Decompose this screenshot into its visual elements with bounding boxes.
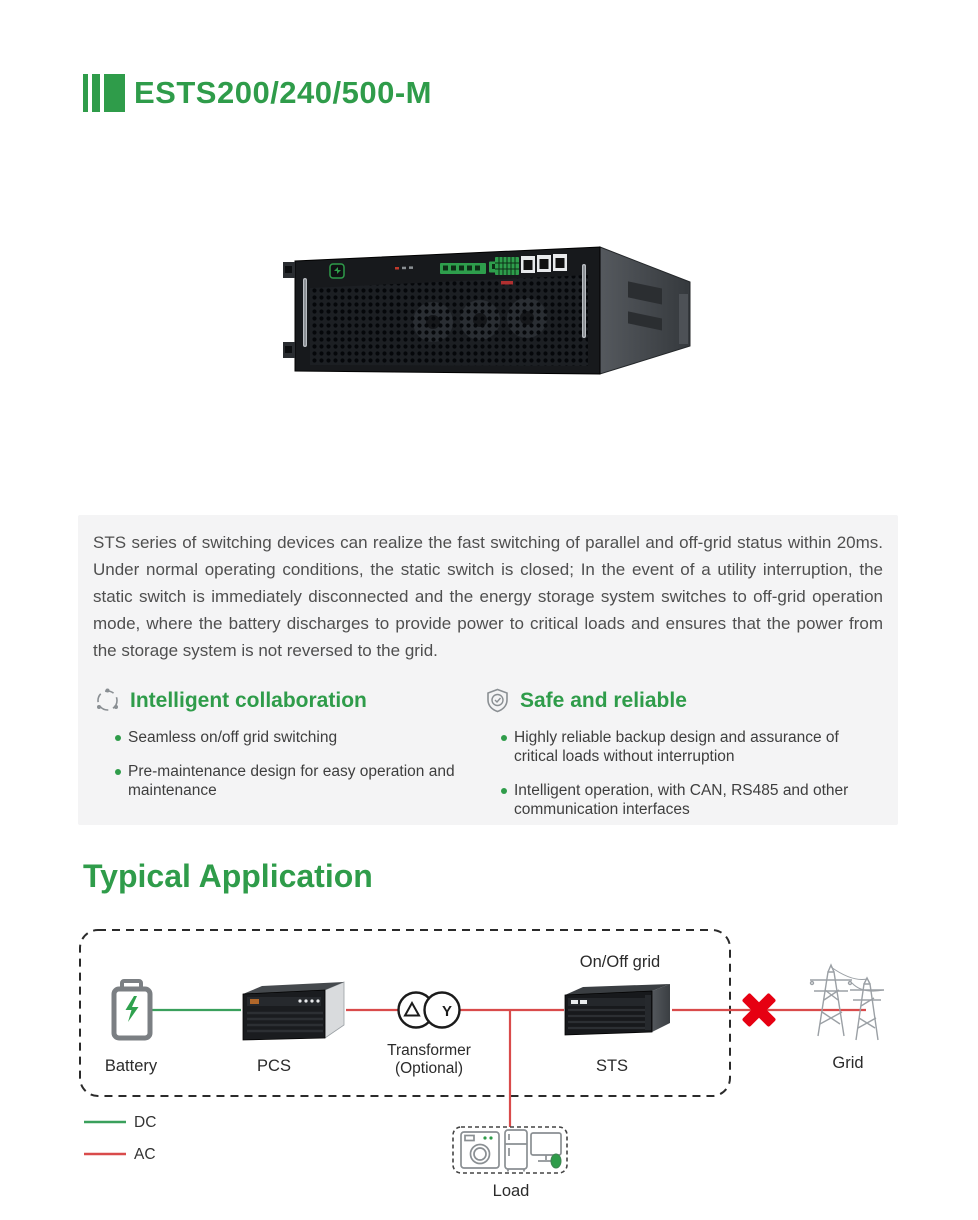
computer-icon xyxy=(530,1132,562,1169)
mouse-icon xyxy=(550,1153,562,1169)
feature-bullet: Intelligent operation, with CAN, RS485 a… xyxy=(501,781,884,819)
warning-label xyxy=(501,281,513,285)
product-description: STS series of switching devices can real… xyxy=(93,533,883,660)
label-on-off-grid: On/Off grid xyxy=(579,953,661,971)
grid-towers-icon xyxy=(809,963,885,1041)
indicator-leds xyxy=(395,266,413,270)
feature-title: Safe and reliable xyxy=(520,688,687,712)
application-diagram-graphic: Y xyxy=(79,929,885,1174)
battery-icon xyxy=(111,979,153,1041)
chassis-side-panel xyxy=(599,246,691,375)
feature-bullet: Highly reliable backup design and assura… xyxy=(501,728,884,766)
feature-safe-and-reliable: Safe and reliable Highly reliable backup… xyxy=(484,687,884,834)
collaboration-icon xyxy=(94,687,121,714)
legend-ac-label: AC xyxy=(134,1146,156,1163)
label-sts: STS xyxy=(595,1057,629,1075)
refrigerator-icon xyxy=(504,1129,528,1172)
chassis-front-panel xyxy=(294,246,601,375)
feature-bullet: Seamless on/off grid switching xyxy=(115,728,469,747)
sts-device-illustration xyxy=(283,246,691,375)
shield-check-icon xyxy=(484,687,511,714)
pcs-device-icon xyxy=(242,981,345,1041)
page-title: ESTS200/240/500-M xyxy=(134,75,433,110)
legend-dc-label: DC xyxy=(134,1114,157,1131)
grid-disconnect-x-icon xyxy=(742,993,776,1027)
product-image-sts-device xyxy=(283,224,693,384)
load-box xyxy=(452,1126,568,1174)
system-boundary-dashed-box xyxy=(79,929,731,1097)
left-rack-handle xyxy=(283,262,307,358)
typical-application-diagram: Y xyxy=(0,920,978,1220)
rj45-ethernet-ports xyxy=(521,254,567,273)
label-load: Load xyxy=(492,1182,530,1200)
label-transformer-line1: Transformer xyxy=(387,1042,471,1059)
feature-intelligent-collaboration: Intelligent collaboration Seamless on/of… xyxy=(94,687,469,815)
label-pcs: PCS xyxy=(257,1057,291,1075)
intro-panel: STS series of switching devices can real… xyxy=(78,515,898,825)
io-terminal-grid xyxy=(495,257,519,275)
label-battery: Battery xyxy=(104,1057,158,1075)
transformer-icon: Y xyxy=(397,991,461,1029)
page-title-block: ESTS200/240/500-M xyxy=(83,74,432,112)
label-transformer: Transformer (Optional) xyxy=(369,1042,489,1078)
label-transformer-line2: (Optional) xyxy=(394,1060,464,1077)
transformer-secondary-symbol: Y xyxy=(442,1003,452,1020)
washing-machine-icon xyxy=(460,1131,500,1169)
feature-title: Intelligent collaboration xyxy=(130,688,367,712)
sts-device-icon xyxy=(564,984,670,1036)
title-bars-icon xyxy=(83,74,125,112)
feature-bullet: Pre-maintenance design for easy operatio… xyxy=(115,762,469,800)
typical-application-heading: Typical Application xyxy=(83,858,373,894)
label-grid: Grid xyxy=(832,1054,864,1072)
